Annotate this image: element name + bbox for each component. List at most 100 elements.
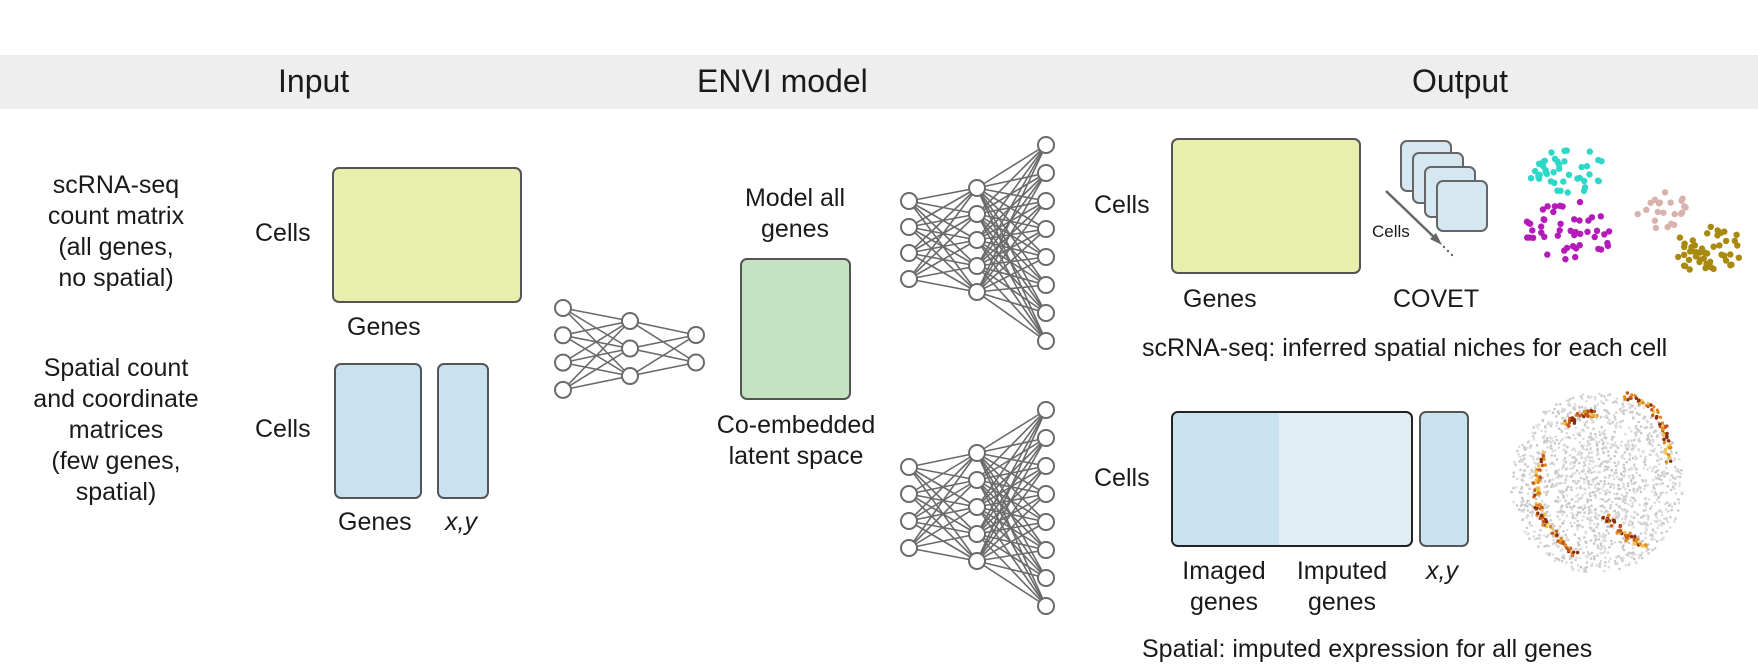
tissue-spot [1537,452,1541,455]
tissue-spot [1585,444,1589,448]
tissue-spot [1617,554,1621,558]
network-node [554,299,572,317]
tissue-expression-spot [1536,480,1540,485]
tissue-spot [1627,552,1631,555]
tissue-spot [1611,500,1614,504]
tissue-spot [1602,469,1606,473]
network-edge [629,334,697,350]
cluster-cell-dot [1539,162,1547,170]
tissue-spot [1551,483,1554,486]
tissue-spot [1625,460,1628,464]
tissue-spot [1639,425,1643,428]
tissue-spot [1558,490,1561,493]
tissue-spot [1582,515,1585,518]
tissue-expression-spot [1668,446,1672,450]
tissue-spot [1673,465,1677,469]
network-node [968,205,986,223]
tissue-expression-spot [1649,403,1653,407]
tissue-spot [1526,492,1530,495]
cluster-cell-dot [1567,227,1574,234]
tissue-spot [1593,534,1597,537]
tissue-spot [1606,551,1610,554]
tissue-spot [1641,556,1644,560]
tissue-spot [1636,427,1639,431]
tissue-spot [1565,536,1569,539]
tissue-expression-spot [1531,481,1535,485]
tissue-spot [1603,550,1606,553]
tissue-spot [1641,479,1644,482]
network-edge [976,144,1047,267]
tissue-spot [1576,519,1579,523]
tissue-spot [1537,423,1541,426]
tissue-spot [1510,490,1513,494]
network-edge [908,452,978,522]
cluster-cell-dot [1595,156,1602,164]
tissue-spot [1604,556,1607,559]
tissue-spot [1642,417,1645,420]
tissue-spot [1533,530,1536,533]
tissue-spot [1653,494,1656,497]
tissue-spot [1558,518,1561,521]
tissue-spot [1564,451,1567,455]
tissue-spot [1651,467,1655,470]
network-edge [976,265,1047,342]
spatial-count-matrix [334,363,422,499]
tissue-spot [1518,460,1521,463]
tissue-spot [1559,549,1563,552]
tissue-spot [1612,477,1616,481]
tissue-spot [1586,500,1589,504]
tissue-expression-spot [1626,534,1630,538]
imputed-genes-label: Imputed genes [1296,557,1388,616]
tissue-spot [1597,482,1601,486]
tissue-spot [1638,413,1641,416]
tissue-spot [1632,516,1636,520]
tissue-spot [1569,462,1572,466]
network-edge [976,560,1047,607]
tissue-spot [1602,532,1605,536]
tissue-spot [1613,454,1616,458]
tissue-spot [1597,440,1601,444]
network-edge [976,213,1047,314]
tissue-expression-spot [1666,453,1671,457]
tissue-spot [1645,502,1649,506]
tissue-spot [1561,513,1564,516]
tissue-spot [1666,485,1670,488]
tissue-spot [1573,471,1577,475]
tissue-spot [1645,528,1649,532]
tissue-spot [1550,454,1554,457]
tissue-spot [1649,507,1652,510]
tissue-spot [1592,438,1595,441]
network-node [968,179,986,197]
tissue-spot [1519,468,1522,472]
cluster-cell-dot [1707,223,1714,231]
spatial-cells-label: Cells [255,415,311,443]
network-edge [976,521,1047,562]
tissue-spot [1549,522,1552,526]
tissue-spot [1598,392,1601,395]
tissue-spot [1604,561,1607,564]
tissue-spot [1599,559,1603,563]
tissue-spot [1549,424,1553,428]
tissue-spot [1621,544,1625,548]
tissue-expression-spot [1633,542,1637,546]
network-edge [976,409,1047,481]
tissue-expression-spot [1572,419,1577,424]
tissue-spot [1632,438,1636,442]
cluster-cell-dot [1531,167,1539,175]
cluster-cell-dot [1529,234,1537,241]
tissue-spot [1607,475,1611,479]
tissue-spot [1580,405,1584,409]
covet-cells-arrow-icon [1385,190,1454,257]
tissue-spot [1622,470,1626,473]
tissue-expression-spot [1605,519,1609,523]
tissue-spot [1515,477,1519,480]
tissue-spot [1590,562,1594,565]
network-edge [976,187,1047,258]
tissue-expression-spot [1637,398,1641,403]
tissue-spot [1548,409,1551,413]
tissue-spot [1621,517,1624,520]
tissue-expression-spot [1538,468,1542,472]
tissue-expression-spot [1655,414,1659,419]
tissue-spot [1652,483,1655,487]
tissue-spot [1630,552,1634,555]
